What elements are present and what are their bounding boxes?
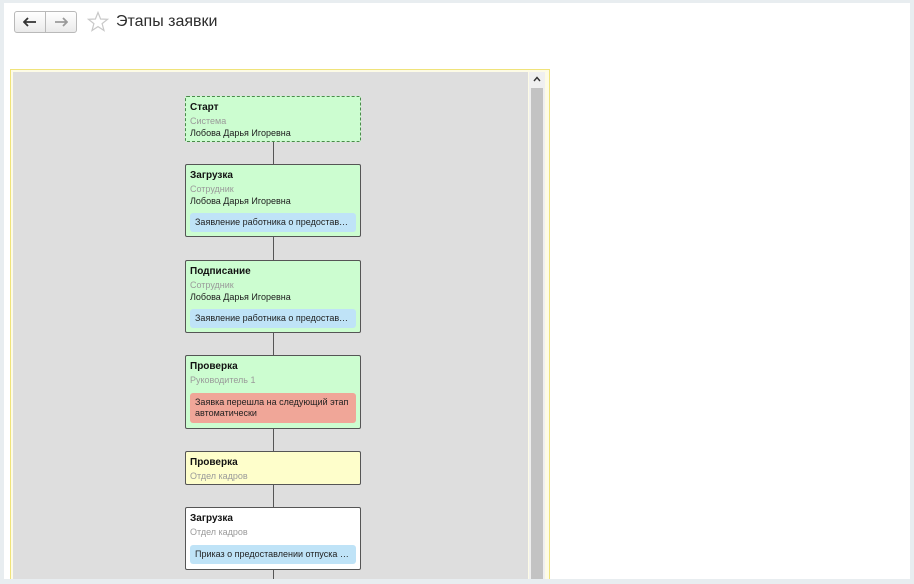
star-icon[interactable]	[87, 11, 109, 33]
back-button[interactable]	[15, 12, 45, 32]
stage-name: Загрузка	[190, 513, 233, 524]
stage-card[interactable]: Проверка Руководитель 1 Заявка перешла н…	[185, 355, 361, 429]
chevron-up-icon	[533, 76, 541, 82]
arrow-right-icon	[55, 17, 68, 27]
arrow-left-icon	[23, 17, 36, 27]
toolbar: Этапы заявки	[14, 11, 218, 33]
stage-person: Лобова Дарья Игоревна	[190, 196, 291, 206]
connector-line	[273, 570, 274, 579]
stage-role: Руководитель 1	[190, 375, 256, 385]
connector-line	[273, 485, 274, 507]
stage-name: Проверка	[190, 457, 238, 468]
page-title: Этапы заявки	[116, 13, 218, 30]
connector-line	[273, 333, 274, 355]
stage-role: Отдел кадров	[190, 527, 248, 537]
stage-role: Сотрудник	[190, 184, 234, 194]
stage-person: Лобова Дарья Игоревна	[190, 128, 291, 138]
document-link[interactable]: Заявление работника о предоставлен..	[190, 213, 356, 232]
forward-button[interactable]	[45, 12, 76, 32]
stage-card[interactable]: Проверка Отдел кадров	[185, 451, 361, 485]
document-link[interactable]: Заявление работника о предоставлен..	[190, 309, 356, 328]
stage-role: Сотрудник	[190, 280, 234, 290]
stage-role: Система	[190, 116, 227, 126]
stage-name: Проверка	[190, 361, 238, 372]
stage-card[interactable]: Загрузка Отдел кадров Приказ о предостав…	[185, 507, 361, 570]
connector-line	[273, 142, 274, 164]
stage-name: Старт	[190, 102, 219, 113]
stage-card[interactable]: Подписание Сотрудник Лобова Дарья Игорев…	[185, 260, 361, 333]
stages-diagram-frame: Старт Система Лобова Дарья Игоревна Загр…	[10, 69, 550, 579]
scroll-up-button[interactable]	[529, 72, 545, 86]
scrollbar-thumb[interactable]	[531, 88, 543, 579]
stage-card[interactable]: Старт Система Лобова Дарья Игоревна	[185, 96, 361, 142]
connector-line	[273, 237, 274, 260]
stage-card[interactable]: Загрузка Сотрудник Лобова Дарья Игоревна…	[185, 164, 361, 237]
vertical-scrollbar[interactable]	[529, 72, 545, 579]
stage-name: Подписание	[190, 266, 251, 277]
stage-person: Лобова Дарья Игоревна	[190, 292, 291, 302]
connector-line	[273, 429, 274, 451]
document-link[interactable]: Приказ о предоставлении отпуска ра..	[190, 545, 356, 564]
navigation-buttons	[14, 11, 77, 33]
stage-note: Заявка перешла на следующий этап автомат…	[190, 393, 356, 423]
stages-window: Этапы заявки Старт Система Лобова Дарья …	[4, 3, 910, 579]
stage-role: Отдел кадров	[190, 471, 248, 481]
stages-diagram: Старт Система Лобова Дарья Игоревна Загр…	[13, 72, 528, 579]
stage-name: Загрузка	[190, 170, 233, 181]
